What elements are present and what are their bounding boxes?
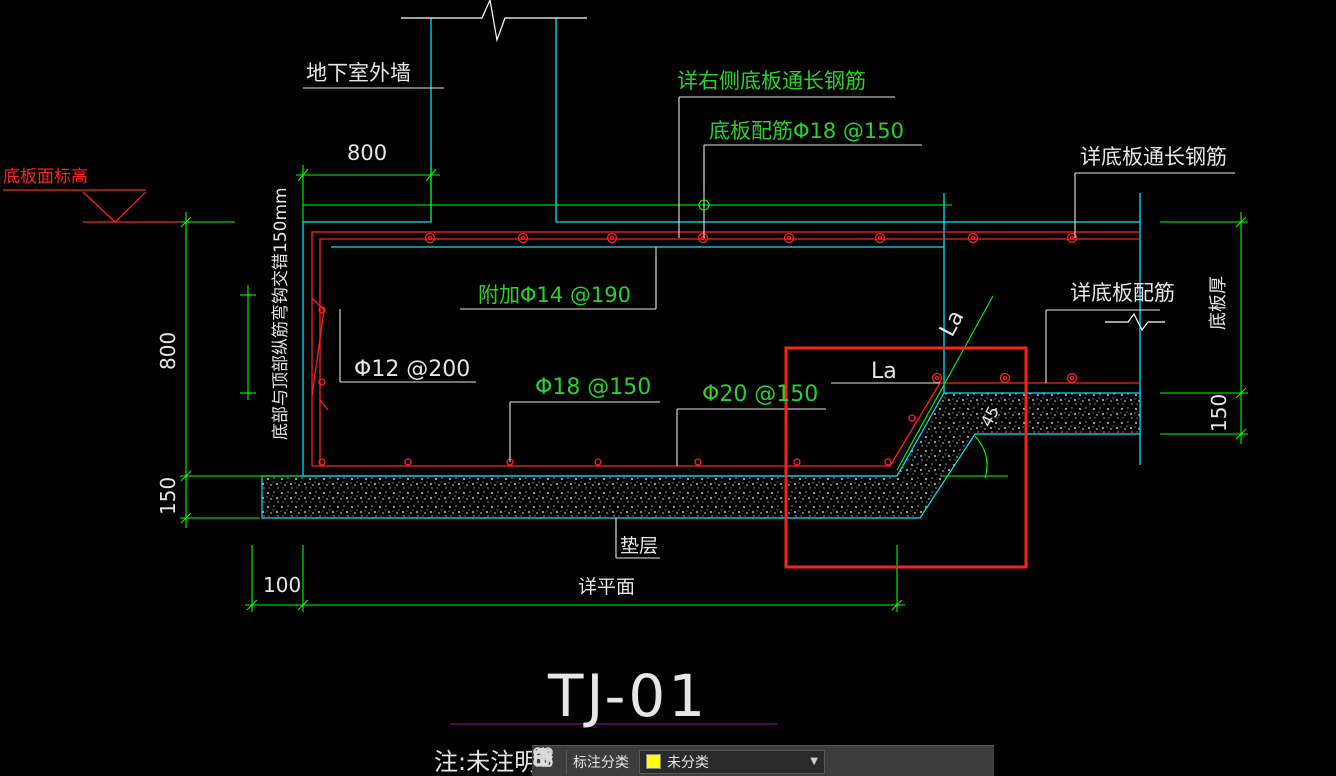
annotation-toolbar: 标注分类 未分类 ▼ [532,745,994,776]
label-outer-wall: 地下室外墙 [306,61,411,85]
paste-icon[interactable] [534,746,967,776]
dim-height-800: 800 [156,332,180,370]
dim-width-100: 100 [263,573,301,597]
elevation-marker [3,189,180,223]
dim-height-150-left: 150 [156,477,180,515]
copy-icon[interactable] [535,746,933,776]
label-slab-thickness: 底板厚 [1208,276,1229,330]
dimension-node [698,199,710,211]
leader-lines [303,87,1235,725]
label-slab-rebar: 底板配筋Φ18 @150 [709,119,904,143]
label-bottom-rebar-1: Φ18 @150 [535,375,651,400]
highlight-box [784,346,1028,569]
dim-width-800: 800 [347,141,387,165]
label-see-plan: 详平面 [578,576,635,598]
move-icon[interactable] [532,746,899,776]
edit-icon[interactable] [535,746,865,776]
label-slab-through-rebar: 详底板通长钢筋 [1080,145,1227,169]
label-additional-rebar: 附加Φ14 @190 [478,283,631,307]
category-color-swatch [646,754,661,769]
label-anchor-note: 底部与顶部纵筋弯钩交错150mm [271,187,291,440]
label-la-horizontal: La [871,359,897,384]
label-stirrup: Φ12 @200 [354,357,470,382]
label-slab-rebar-detail: 详底板配筋 [1070,281,1175,305]
dimension-lines [180,165,1248,612]
label-cushion: 垫层 [620,535,658,557]
drawing-title: TJ-01 [547,662,708,730]
label-la-sloped: La [935,306,969,340]
label-slab-top-elevation: 底板面标高 [3,167,88,187]
rebar-cage [311,231,1140,467]
category-dropdown[interactable]: 未分类 ▼ [639,749,825,774]
wall-break-line [401,0,587,43]
category-value: 未分类 [667,754,709,771]
cushion-hatch [261,392,1141,519]
slab-break-line [1105,312,1165,332]
label-right-through-rebar: 详右侧底板通长钢筋 [677,69,866,93]
category-label: 标注分类 [573,754,629,771]
dim-height-150-right: 150 [1207,394,1231,432]
chevron-down-icon: ▼ [810,756,818,767]
label-bottom-rebar-2: Φ20 @150 [702,382,818,407]
toolbar-separator [566,749,567,774]
